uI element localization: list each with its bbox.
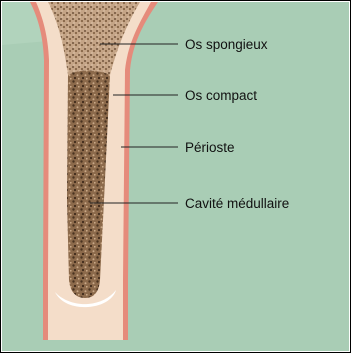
label-spongy-bone: Os spongieux bbox=[185, 37, 268, 52]
label-medullary-cavity: Cavité médullaire bbox=[185, 196, 289, 211]
label-compact-bone: Os compact bbox=[185, 88, 257, 103]
label-periosteum: Périoste bbox=[185, 140, 235, 155]
